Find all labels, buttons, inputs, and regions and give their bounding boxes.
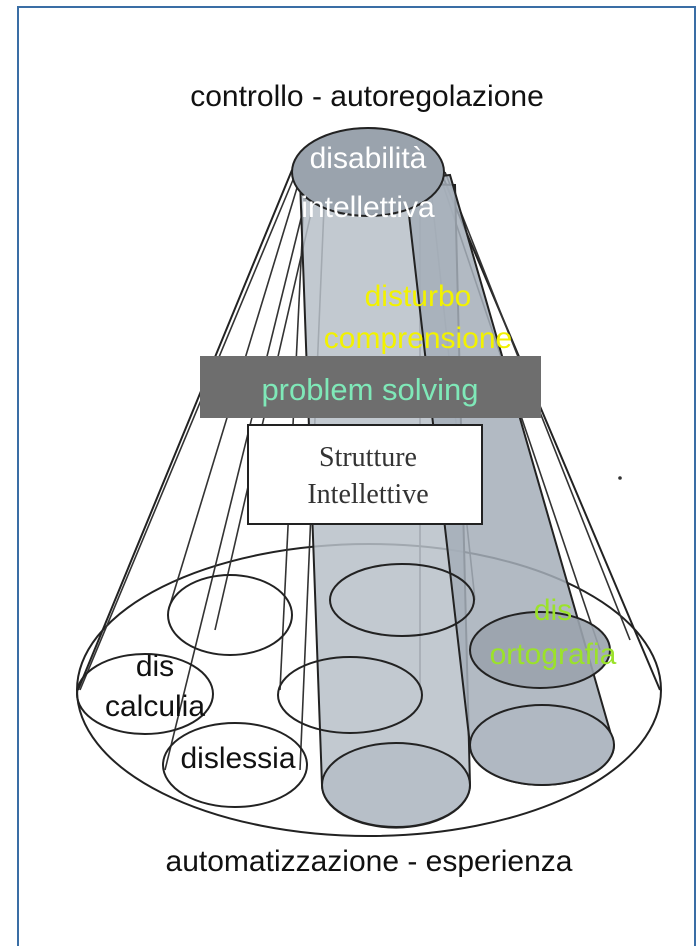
apex-label-line2: intellettiva bbox=[301, 191, 435, 224]
apex-ellipse bbox=[291, 127, 445, 217]
strutture-label-line1: Strutture bbox=[319, 442, 417, 473]
problem-solving-label: problem solving bbox=[261, 372, 478, 407]
problem-solving-box bbox=[200, 356, 541, 418]
ortografia-label-line1: dis bbox=[534, 594, 572, 627]
strutture-box bbox=[247, 424, 483, 525]
base-ellipses bbox=[76, 574, 423, 808]
dislessia-label: dislessia bbox=[180, 742, 295, 775]
calculia-label-line1: dis bbox=[136, 650, 174, 683]
ortografia-label-line2: ortografia bbox=[490, 638, 617, 671]
comprensione-label-line1: disturbo bbox=[365, 280, 472, 313]
strutture-label-line2: Intellettive bbox=[307, 479, 428, 510]
calculia-label-line2: calculia bbox=[105, 690, 205, 723]
bottom-label: automatizzazione - esperienza bbox=[166, 845, 573, 878]
diagram-frame bbox=[17, 6, 696, 946]
comprensione-label-line2: comprensione bbox=[324, 322, 512, 355]
top-label: controllo - autoregolazione bbox=[190, 80, 544, 113]
apex-label-line1: disabilità bbox=[310, 142, 427, 175]
stray-dot bbox=[618, 476, 622, 480]
